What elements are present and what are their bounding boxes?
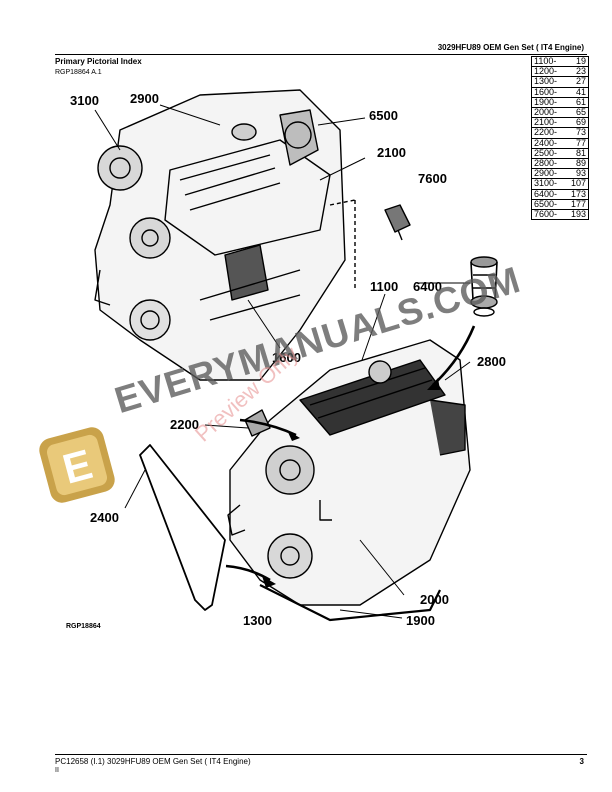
- header-title: 3029HFU89 OEM Gen Set ( IT4 Engine): [437, 43, 584, 52]
- index-code: 1600-: [531, 86, 564, 98]
- index-page: 107: [564, 178, 589, 190]
- belt-2400-drawing: [139, 444, 226, 611]
- index-page: 19: [564, 55, 589, 68]
- index-code: 2200-: [531, 127, 564, 139]
- callout-2400: 2400: [90, 510, 119, 525]
- hose-6400-drawing: [470, 256, 498, 317]
- index-row: 3100-107: [531, 178, 589, 190]
- index-page: 27: [564, 76, 589, 88]
- index-page: 65: [564, 107, 589, 119]
- index-page: 177: [564, 198, 589, 211]
- index-row: 7600-193: [531, 209, 589, 221]
- sensor-7600-drawing: [384, 204, 411, 241]
- index-code: 1900-: [531, 96, 564, 109]
- index-code: 2400-: [531, 137, 564, 149]
- callout-2000: 2000: [420, 592, 449, 607]
- callout-2900: 2900: [130, 91, 159, 106]
- footer-sub: II: [55, 767, 59, 774]
- index-row: 1300-27: [531, 76, 589, 88]
- index-row: 2900-93: [531, 168, 589, 180]
- index-row: 2100-69: [531, 117, 589, 129]
- index-row: 1900-61: [531, 96, 589, 109]
- callout-7600: 7600: [418, 171, 447, 186]
- index-row: 2500-81: [531, 147, 589, 160]
- index-code: 6500-: [531, 198, 564, 211]
- index-page: 89: [564, 158, 589, 170]
- index-row: 2400-77: [531, 137, 589, 149]
- index-row: 2800-89: [531, 158, 589, 170]
- index-page: 23: [564, 66, 589, 78]
- index-page: 77: [564, 137, 589, 149]
- index-code: 7600-: [531, 209, 564, 221]
- index-page: 193: [564, 209, 589, 221]
- index-page: 81: [564, 147, 589, 160]
- index-code: 1100-: [531, 55, 564, 68]
- index-code: 2800-: [531, 158, 564, 170]
- index-row: 1200-23: [531, 66, 589, 78]
- index-code: 2500-: [531, 147, 564, 160]
- callout-1100: 1100: [370, 279, 399, 294]
- callout-2100: 2100: [377, 145, 406, 160]
- index-row: 6500-177: [531, 198, 589, 211]
- index-code: 2900-: [531, 168, 564, 180]
- index-code: 1300-: [531, 76, 564, 88]
- index-page: 93: [564, 168, 589, 180]
- figure-code: RGP18864: [66, 623, 101, 630]
- logo-badge-icon: E: [39, 427, 115, 503]
- footer-doc: PC12658 (I.1) 3029HFU89 OEM Gen Set ( IT…: [55, 757, 251, 766]
- watermark-logo: E: [34, 422, 120, 508]
- callout-2800: 2800: [477, 354, 506, 369]
- index-page: 69: [564, 117, 589, 129]
- index-page: 173: [564, 188, 589, 200]
- section-title: Primary Pictorial Index: [55, 57, 142, 66]
- index-code: 3100-: [531, 178, 564, 190]
- index-row: 6400-173: [531, 188, 589, 200]
- index-code: 1200-: [531, 66, 564, 78]
- index-page: 73: [564, 127, 589, 139]
- callout-6400: 6400: [413, 279, 442, 294]
- index-row: 2000-65: [531, 107, 589, 119]
- index-row: 2200-73: [531, 127, 589, 139]
- upper-engine-drawing: [94, 89, 356, 381]
- header-rule: [55, 54, 587, 55]
- callout-6500: 6500: [369, 108, 398, 123]
- index-code: 2100-: [531, 117, 564, 129]
- footer-rule: [55, 754, 587, 755]
- page-number: 3: [579, 757, 584, 766]
- index-code: 2000-: [531, 107, 564, 119]
- index-page: 41: [564, 86, 589, 98]
- section-ref: RGP18864 A.1: [55, 69, 102, 76]
- lower-engine-drawing: [227, 339, 471, 622]
- callout-1900: 1900: [406, 613, 435, 628]
- callout-1300: 1300: [243, 613, 272, 628]
- callout-1600: 1600: [272, 350, 301, 365]
- index-code: 6400-: [531, 188, 564, 200]
- logo-inner: [46, 434, 108, 496]
- index-row: 1600-41: [531, 86, 589, 98]
- callout-3100: 3100: [70, 93, 99, 108]
- index-page: 61: [564, 96, 589, 109]
- index-row: 1100-19: [531, 55, 589, 68]
- callout-2200: 2200: [170, 417, 199, 432]
